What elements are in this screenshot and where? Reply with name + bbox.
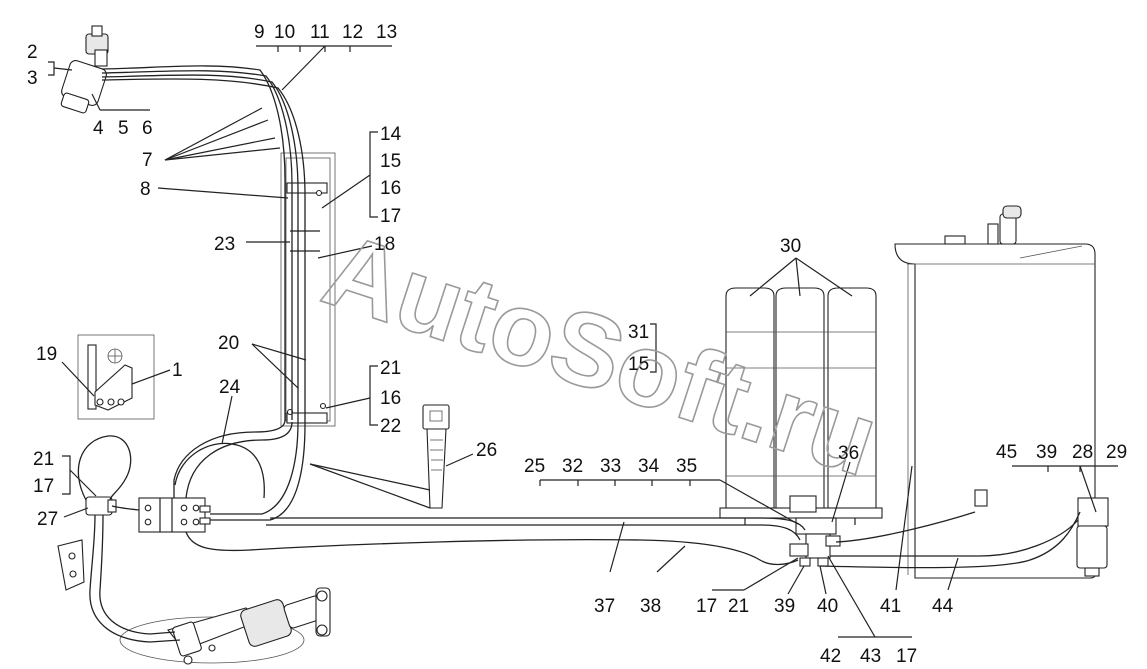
hose-lines <box>77 65 1081 643</box>
callout-17-bottom: 17 <box>696 596 717 617</box>
callout-42: 42 <box>820 646 841 667</box>
hydraulic-tank <box>894 205 1096 579</box>
callout-18: 18 <box>374 234 395 255</box>
callout-12: 12 <box>342 22 363 43</box>
cable-tie-item-26 <box>422 404 450 509</box>
callout-7: 7 <box>142 150 153 171</box>
callout-11: 11 <box>310 22 330 43</box>
callout-37: 37 <box>594 596 615 617</box>
leader-lines <box>48 45 1118 638</box>
return-filter-right <box>1076 497 1109 577</box>
callout-19: 19 <box>36 344 57 365</box>
callout-3: 3 <box>27 68 38 89</box>
callout-24: 24 <box>219 377 241 398</box>
callout-16-upper: 16 <box>380 178 401 199</box>
parts-layer <box>57 25 1109 665</box>
callout-31: 31 <box>628 322 649 343</box>
control-valve-top-left <box>60 25 109 114</box>
callout-15-upper: 15 <box>380 151 401 172</box>
connector-item-27 <box>85 496 117 516</box>
callout-38: 38 <box>640 596 661 617</box>
inset-detail-box <box>77 334 155 420</box>
callout-26: 26 <box>476 440 497 461</box>
hydraulic-cylinder <box>119 587 331 665</box>
callout-15-lower: 15 <box>628 354 649 375</box>
callout-14: 14 <box>380 124 402 145</box>
callout-21-right: 21 <box>380 358 401 379</box>
callout-1: 1 <box>172 360 183 381</box>
callout-29: 29 <box>1106 442 1127 463</box>
callout-9: 9 <box>254 22 265 43</box>
manifold-under-filters <box>789 517 841 567</box>
callout-23: 23 <box>214 234 235 255</box>
callout-32: 32 <box>562 456 583 477</box>
callout-39-bottom: 39 <box>774 596 795 617</box>
filter-canisters <box>719 287 883 525</box>
callout-45: 45 <box>996 442 1017 463</box>
callout-8: 8 <box>140 179 151 200</box>
callout-28: 28 <box>1072 442 1093 463</box>
mounting-bracket-vertical <box>280 152 336 427</box>
distribution-block <box>138 497 211 533</box>
bracket-bottom-left <box>57 539 85 591</box>
callout-20: 20 <box>218 333 239 354</box>
callout-labels: 2 3 4 5 6 9 10 11 12 13 7 8 14 15 16 17 … <box>27 22 1127 667</box>
callout-39-right: 39 <box>1036 442 1057 463</box>
callout-43: 43 <box>860 646 881 667</box>
callout-6: 6 <box>142 118 153 139</box>
callout-10: 10 <box>274 22 295 43</box>
callout-33: 33 <box>600 456 621 477</box>
callout-40: 40 <box>817 596 838 617</box>
callout-16-lower: 16 <box>380 388 401 409</box>
callout-21-bottom: 21 <box>728 596 749 617</box>
callout-34: 34 <box>638 456 660 477</box>
callout-35: 35 <box>676 456 697 477</box>
callout-13: 13 <box>376 22 397 43</box>
callout-2: 2 <box>27 42 38 63</box>
callout-5: 5 <box>118 118 129 139</box>
callout-17-left: 17 <box>33 476 54 497</box>
callout-17-bottom-right: 17 <box>896 646 917 667</box>
callout-4: 4 <box>93 118 104 139</box>
callout-36: 36 <box>838 443 859 464</box>
callout-17-upper: 17 <box>380 206 401 227</box>
callout-22: 22 <box>380 416 401 437</box>
callout-30: 30 <box>780 236 801 257</box>
callout-27: 27 <box>37 509 58 530</box>
callout-44: 44 <box>932 596 954 617</box>
callout-21-left: 21 <box>33 449 54 470</box>
callout-25: 25 <box>524 456 545 477</box>
callout-41: 41 <box>880 596 901 617</box>
